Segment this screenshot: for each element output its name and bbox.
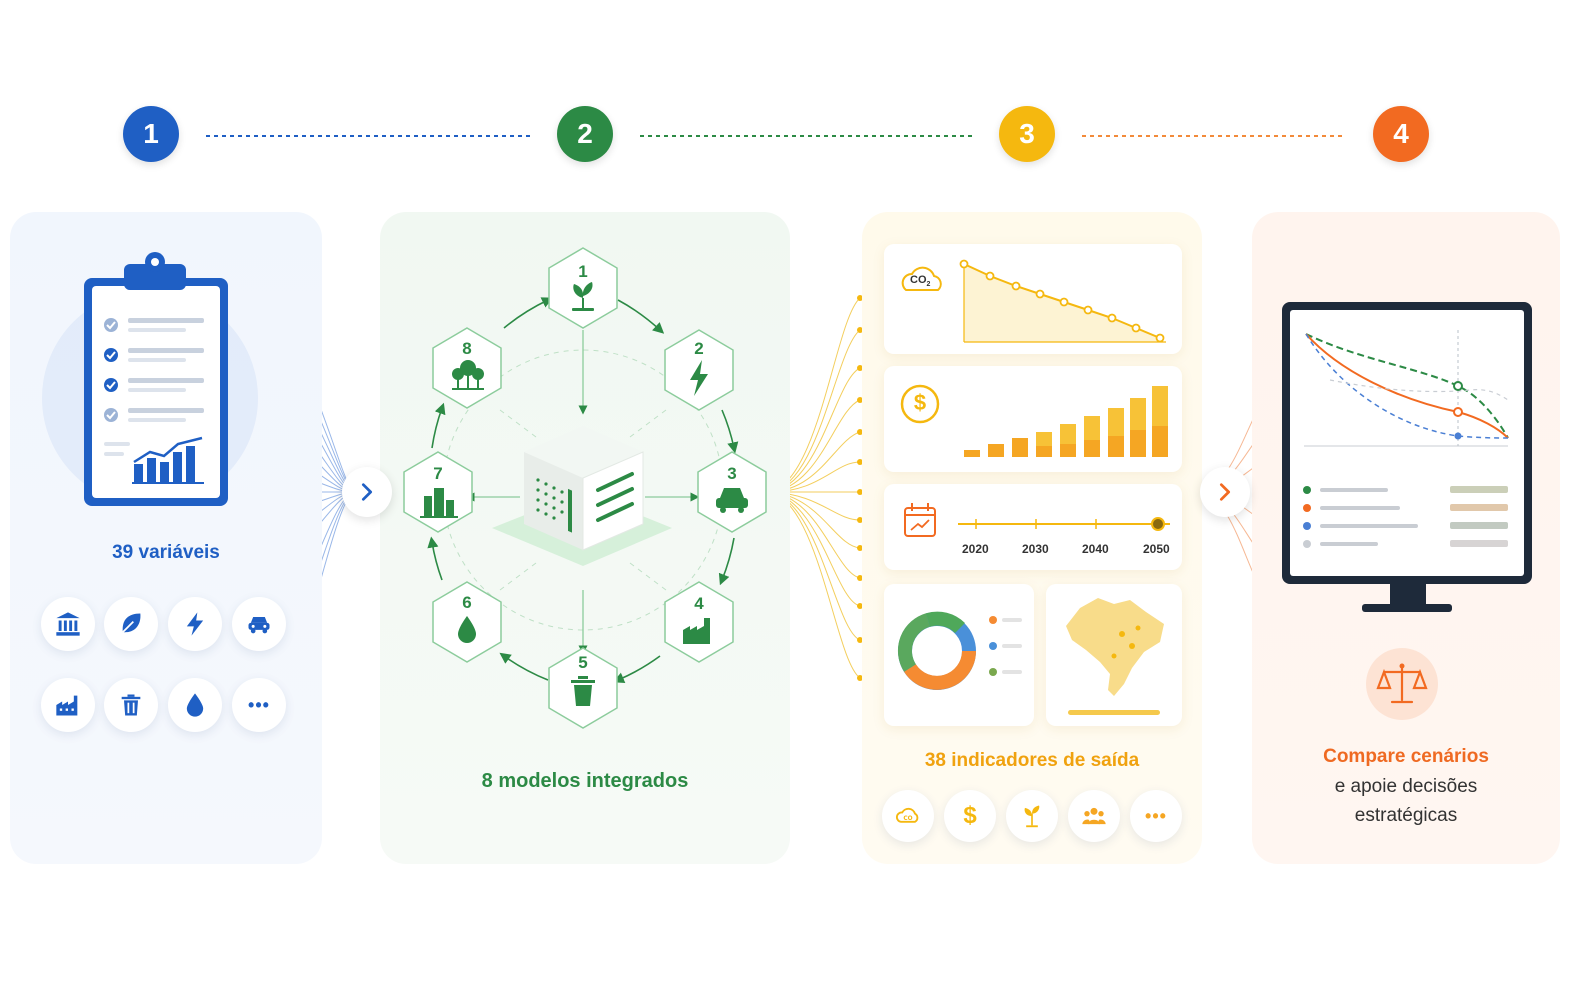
step-3-circle: 3 [999,106,1055,162]
next-arrow-button-1[interactable] [342,467,392,517]
timeline-card [884,484,1182,570]
decisions-line-2: e apoie decisões [1334,776,1478,797]
decisions-line-3: estratégicas [1354,805,1458,826]
year-2050: 2050 [1143,542,1170,556]
indicators-count-label: 38 indicadores de saída [924,750,1140,771]
co2-trend-card [884,244,1182,354]
model-5-number: 5 [578,653,588,672]
year-2040: 2040 [1082,542,1109,556]
model-2-number: 2 [694,339,704,358]
year-2030: 2030 [1022,542,1049,556]
chevron-right-icon [361,483,373,501]
svg-text:CO: CO [903,816,912,822]
model-4-number: 4 [694,594,704,613]
dollar-icon: $ [913,390,927,415]
year-2020: 2020 [962,542,989,556]
car-icon [232,597,286,651]
model-1-number: 1 [578,262,588,281]
models-count-label: 8 modelos integrados [481,770,689,792]
co2-label: CO2 [910,274,931,289]
trash-icon [104,678,158,732]
chevron-right-icon [1219,483,1231,501]
cost-bars-card [884,366,1182,472]
model-7-number: 7 [433,464,443,483]
plant-icon [1006,790,1058,842]
co2-cloud-icon: CO [882,790,934,842]
variables-count-label: 39 variáveis [112,542,220,563]
panel-inputs [10,212,322,864]
map-card [1046,584,1182,726]
lightning-icon [168,597,222,651]
factory-icon [41,678,95,732]
dollar-round-icon: $ [944,790,996,842]
more-icon: ••• [232,678,286,732]
panel-models [380,212,790,864]
more-icon: ••• [1130,790,1182,842]
people-icon [1068,790,1120,842]
model-8-number: 8 [462,339,472,358]
leaf-icon [104,597,158,651]
step-2-circle: 2 [557,106,613,162]
model-3-number: 3 [727,464,737,483]
step-4-circle: 4 [1373,106,1429,162]
donut-card [884,584,1034,726]
compare-scenarios-title: Compare cenários [1323,746,1489,767]
next-arrow-button-2[interactable] [1200,467,1250,517]
water-drop-icon [168,678,222,732]
model-6-number: 6 [462,593,472,612]
step-1-circle: 1 [123,106,179,162]
bank-icon [41,597,95,651]
